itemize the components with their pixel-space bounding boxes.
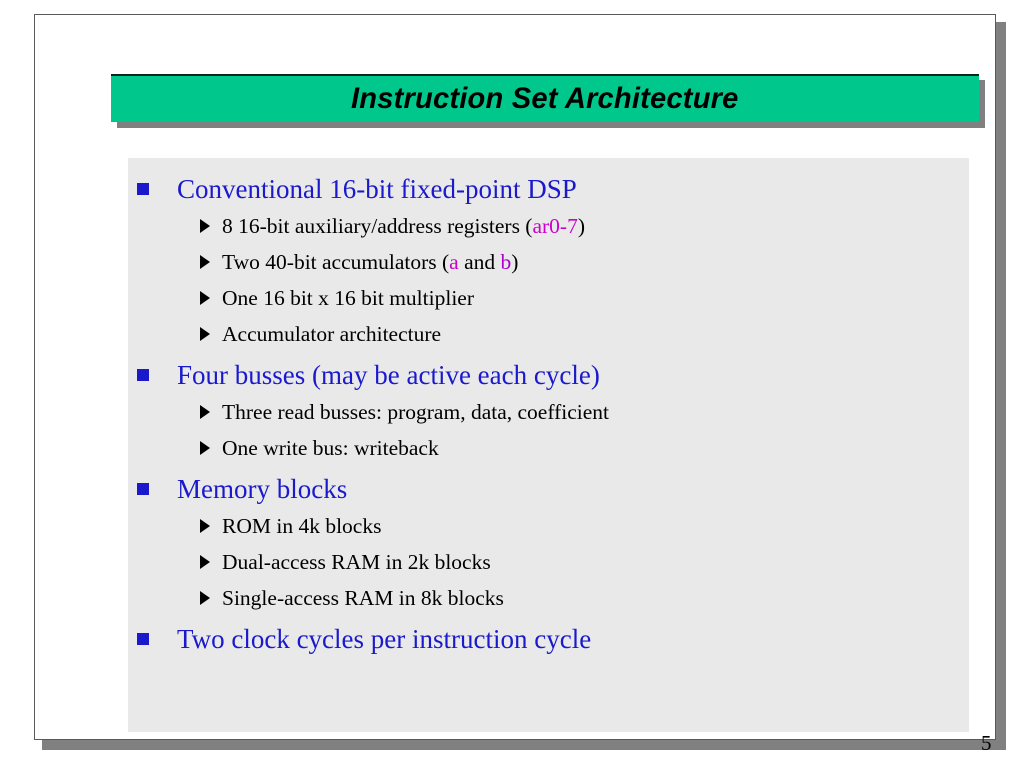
content-panel: Conventional 16-bit fixed-point DSP 8 16-…: [128, 158, 969, 732]
bullet-level1-label: Memory blocks: [177, 474, 348, 504]
bullet-level2[interactable]: ROM in 4k blocks: [128, 510, 969, 546]
inline-token-magenta: a: [449, 250, 459, 274]
bullet-level1-label: Four busses (may be active each cycle): [177, 360, 600, 390]
inline-text: Three read busses: program, data, coeffi…: [222, 400, 610, 424]
inline-text: ): [577, 214, 586, 238]
bullet-group: Two clock cycles per instruction cycle: [128, 622, 969, 660]
triangle-bullet-icon: [200, 555, 210, 569]
bullet-level1[interactable]: Conventional 16-bit fixed-point DSP: [128, 172, 969, 210]
bullet-group: Conventional 16-bit fixed-point DSP 8 16-…: [128, 172, 969, 354]
inline-token-magenta: ar0-7: [532, 214, 578, 238]
triangle-bullet-icon: [200, 441, 210, 455]
bullet-level2-label: Accumulator architecture: [222, 318, 441, 350]
inline-text: and: [458, 250, 501, 274]
square-bullet-icon: [137, 633, 149, 645]
square-bullet-icon: [137, 369, 149, 381]
bullet-level2[interactable]: Dual-access RAM in 2k blocks: [128, 546, 969, 582]
inline-text: Accumulator architecture: [222, 322, 442, 346]
triangle-bullet-icon: [200, 519, 210, 533]
slide-frame: Instruction Set Architecture Conventiona…: [34, 14, 996, 755]
triangle-bullet-icon: [200, 327, 210, 341]
inline-text: ROM in 4k blocks: [222, 514, 382, 538]
bullet-level1-label: Conventional 16-bit fixed-point DSP: [177, 174, 577, 204]
triangle-bullet-icon: [200, 219, 210, 233]
page-number: 5: [981, 731, 992, 755]
bullet-level1[interactable]: Memory blocks: [128, 472, 969, 510]
bullet-level2[interactable]: 8 16-bit auxiliary/address registers (ar…: [128, 210, 969, 246]
bullet-level1[interactable]: Two clock cycles per instruction cycle: [128, 622, 969, 660]
bullet-level2[interactable]: One write bus: writeback: [128, 432, 969, 468]
inline-text: Two 40-bit accumulators (: [222, 250, 450, 274]
triangle-bullet-icon: [200, 405, 210, 419]
bullet-level2-label: ROM in 4k blocks: [222, 510, 381, 542]
inline-text: One 16 bit x 16 bit multiplier: [222, 286, 475, 310]
title-bar: Instruction Set Architecture: [111, 74, 979, 122]
bullet-level2-label: One 16 bit x 16 bit multiplier: [222, 282, 474, 314]
bullet-level2[interactable]: Accumulator architecture: [128, 318, 969, 354]
bullet-level2-label: Single-access RAM in 8k blocks: [222, 582, 504, 614]
bullet-level2[interactable]: Two 40-bit accumulators (a and b): [128, 246, 969, 282]
bullet-level2-label: One write bus: writeback: [222, 432, 439, 464]
bullet-level2-label: Dual-access RAM in 2k blocks: [222, 546, 491, 578]
inline-text: ): [511, 250, 519, 274]
triangle-bullet-icon: [200, 591, 210, 605]
bullet-level2[interactable]: One 16 bit x 16 bit multiplier: [128, 282, 969, 318]
square-bullet-icon: [137, 183, 149, 195]
page-title: Instruction Set Architecture: [351, 82, 739, 115]
bullet-level2-label: 8 16-bit auxiliary/address registers (ar…: [222, 210, 585, 242]
inline-token-purple: b: [500, 250, 512, 274]
bullet-level2-label: Two 40-bit accumulators (a and b): [222, 246, 518, 278]
bullet-list: Conventional 16-bit fixed-point DSP 8 16-…: [128, 158, 969, 664]
inline-text: Single-access RAM in 8k blocks: [222, 586, 504, 610]
bullet-level2-label: Three read busses: program, data, coeffi…: [222, 396, 609, 428]
triangle-bullet-icon: [200, 291, 210, 305]
bullet-level1[interactable]: Four busses (may be active each cycle): [128, 358, 969, 396]
bullet-level2[interactable]: Single-access RAM in 8k blocks: [128, 582, 969, 618]
bullet-level1-label: Two clock cycles per instruction cycle: [177, 624, 592, 654]
inline-text: One write bus: writeback: [222, 436, 439, 460]
bullet-group: Four busses (may be active each cycle) Th…: [128, 358, 969, 468]
triangle-bullet-icon: [200, 255, 210, 269]
bullet-level2[interactable]: Three read busses: program, data, coeffi…: [128, 396, 969, 432]
inline-text: 8 16-bit auxiliary/address registers (: [222, 214, 533, 238]
square-bullet-icon: [137, 483, 149, 495]
inline-text: Dual-access RAM in 2k blocks: [222, 550, 491, 574]
